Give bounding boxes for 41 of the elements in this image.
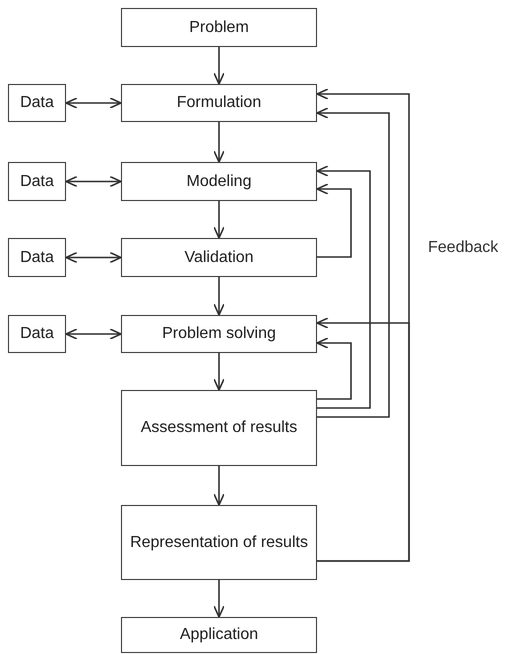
box-label: Problem solving (162, 324, 276, 344)
box-label: Application (180, 625, 258, 645)
box-label: Problem (189, 18, 249, 38)
box-label: Formulation (176, 93, 262, 113)
box-label: Validation (184, 248, 254, 268)
arrow (65, 97, 122, 109)
process-box (121, 505, 317, 580)
arrow (65, 252, 122, 264)
arrow (213, 122, 225, 163)
arrow (65, 328, 122, 340)
process-box (121, 162, 317, 201)
arrow (213, 47, 225, 85)
process-box (121, 390, 317, 466)
process-box (121, 238, 317, 277)
process-box (8, 238, 66, 277)
arrow (213, 580, 225, 618)
box-label: Modeling (186, 172, 252, 192)
box-label: Data (20, 93, 54, 113)
arrow (213, 466, 225, 506)
arrow (213, 277, 225, 316)
process-box (8, 315, 66, 353)
box-label: Data (20, 248, 54, 268)
process-box (121, 84, 317, 122)
arrow (316, 107, 390, 418)
process-box (121, 315, 317, 353)
arrow (316, 165, 371, 409)
arrow (316, 183, 352, 258)
box-label: Data (20, 172, 54, 192)
feedback-label: Feedback (428, 238, 498, 258)
arrow (213, 201, 225, 239)
arrow (213, 353, 225, 391)
arrow (316, 317, 410, 562)
arrow (316, 337, 352, 400)
box-label: Assessment of results (140, 418, 298, 438)
process-box (121, 617, 317, 653)
box-label: Data (20, 324, 54, 344)
process-box (8, 84, 66, 122)
process-box (121, 8, 317, 47)
process-box (8, 162, 66, 201)
arrow (65, 176, 122, 188)
box-label: Representation of results (130, 532, 308, 552)
